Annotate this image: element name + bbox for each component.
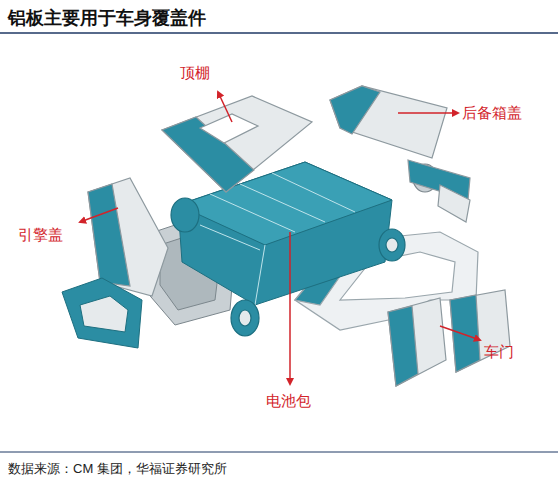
battery-pack bbox=[178, 162, 392, 305]
caption-rule bbox=[0, 452, 558, 453]
trunk-lid bbox=[330, 86, 470, 222]
title-rule bbox=[0, 32, 558, 34]
leader-arrow bbox=[289, 232, 291, 384]
part-label: 车门 bbox=[484, 343, 514, 362]
part-label: 电池包 bbox=[266, 392, 311, 411]
leader-arrows bbox=[80, 92, 480, 384]
source-caption: 数据来源：CM 集团，华福证券研究所 bbox=[8, 460, 227, 478]
part-label: 引擎盖 bbox=[18, 226, 63, 245]
part-label: 顶棚 bbox=[180, 64, 210, 83]
roof-panel bbox=[162, 96, 312, 192]
leader-arrow bbox=[440, 326, 480, 340]
front-bumper bbox=[62, 278, 142, 348]
leader-arrow bbox=[80, 208, 118, 222]
part-label: 后备箱盖 bbox=[462, 104, 522, 123]
leader-arrow bbox=[398, 112, 458, 114]
leader-arrow bbox=[218, 92, 232, 122]
figure-title: 铝板主要用于车身覆盖件 bbox=[8, 6, 206, 30]
doors bbox=[388, 290, 510, 386]
